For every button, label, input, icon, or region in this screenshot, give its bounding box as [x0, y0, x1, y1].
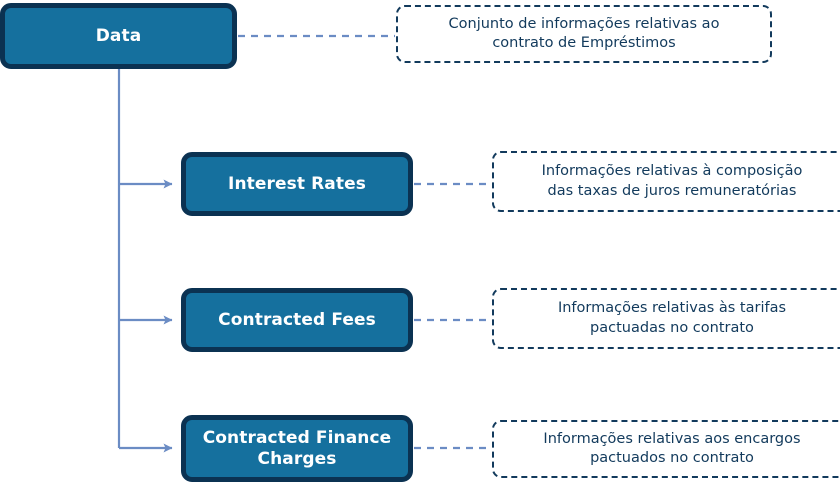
note-data: Conjunto de informações relativas ao con… [396, 5, 772, 63]
note-interest-rates: Informações relativas à composição das t… [492, 151, 840, 212]
node-interest-rates[interactable]: Interest Rates [181, 152, 413, 216]
note-data-text: Conjunto de informações relativas ao con… [448, 15, 720, 51]
node-data[interactable]: Data [0, 3, 237, 69]
node-data-label: Data [95, 25, 142, 46]
node-contracted-finance-charges[interactable]: Contracted Finance Charges [181, 415, 413, 482]
node-interest-rates-label: Interest Rates [228, 173, 366, 194]
node-contracted-finance-charges-label: Contracted Finance Charges [202, 427, 392, 469]
note-contracted-fees: Informações relativas às tarifas pactuad… [492, 288, 840, 349]
node-contracted-fees[interactable]: Contracted Fees [181, 288, 413, 352]
note-interest-rates-text: Informações relativas à composição das t… [541, 163, 803, 199]
note-contracted-finance-charges: Informações relativas aos encargos pactu… [492, 420, 840, 478]
note-contracted-fees-text: Informações relativas às tarifas pactuad… [557, 300, 787, 336]
note-contracted-finance-charges-text: Informações relativas aos encargos pactu… [543, 430, 801, 466]
node-contracted-fees-label: Contracted Fees [218, 309, 376, 330]
